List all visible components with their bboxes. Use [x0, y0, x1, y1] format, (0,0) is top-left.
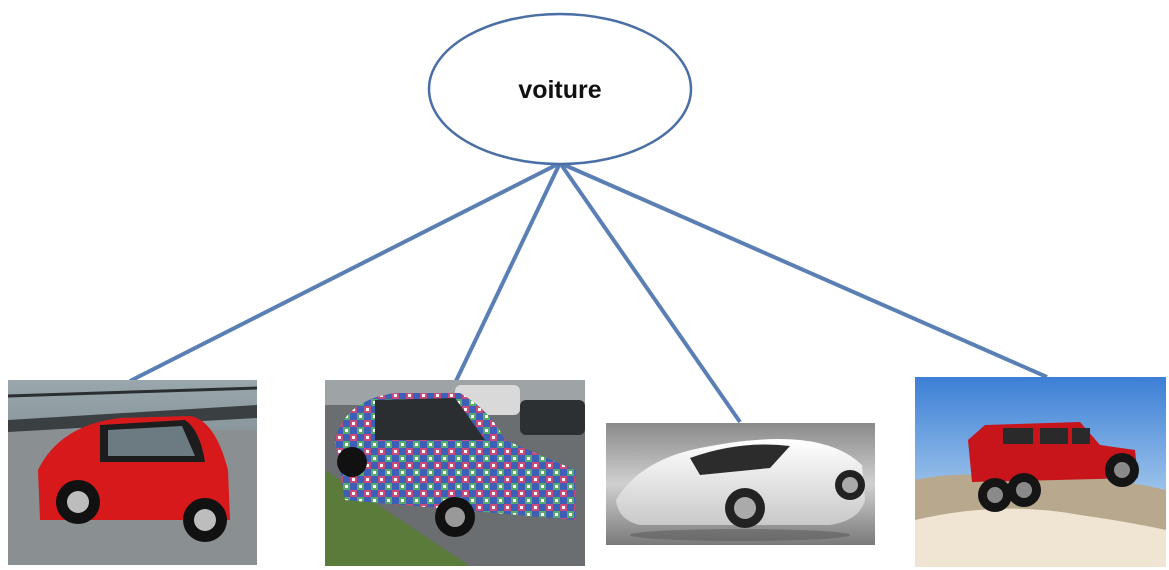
connector-line: [558, 161, 742, 424]
connector-line: [559, 161, 1048, 379]
root-node: voiture: [427, 12, 693, 166]
smart-car-image: [7, 380, 258, 565]
hummer-image: [915, 377, 1166, 567]
root-ellipse: [427, 12, 693, 166]
connector-line: [129, 161, 561, 383]
connectors: [129, 161, 1048, 424]
root-label: voiture: [518, 76, 601, 104]
connector-line: [454, 162, 562, 382]
patterned-sedan-image: [325, 380, 585, 566]
concept-car-image: [606, 423, 875, 545]
